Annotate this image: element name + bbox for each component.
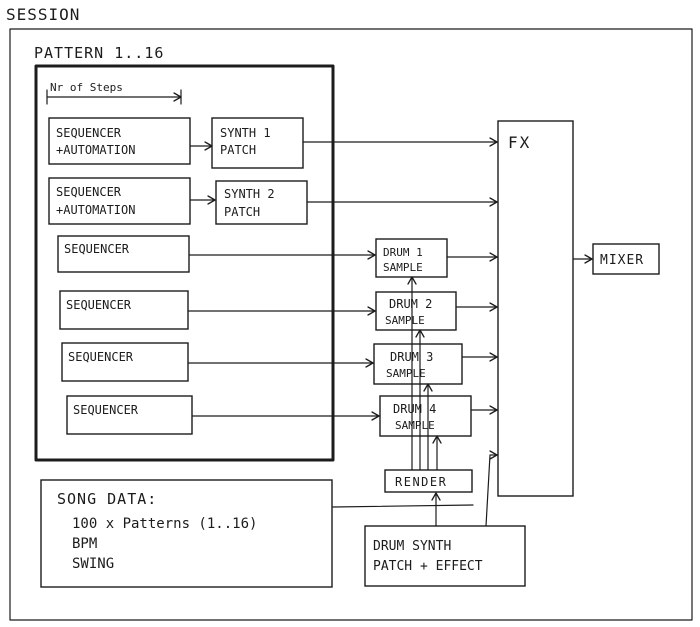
- drum-sample-2: DRUM 2 SAMPLE: [375, 291, 457, 331]
- automation-label: +AUTOMATION: [56, 143, 135, 157]
- mixer-label: MIXER: [600, 253, 644, 268]
- song-data-box: SONG DATA: 100 x Patterns (1..16) BPM SW…: [40, 479, 333, 588]
- steps-label: Nr of Steps: [50, 81, 123, 94]
- patch-label: PATCH: [224, 205, 260, 219]
- automation-label: +AUTOMATION: [56, 203, 135, 217]
- synth-name: SYNTH 1: [220, 126, 271, 140]
- drum-name: DRUM 4: [393, 402, 436, 416]
- drum-sample-1: DRUM 1 SAMPLE: [375, 238, 448, 278]
- drum-sequencer-1: SEQUENCER: [57, 235, 190, 273]
- drum-synth-box: DRUM SYNTH PATCH + EFFECT: [364, 525, 526, 587]
- drum-sample-4: DRUM 4 SAMPLE: [379, 395, 472, 437]
- drum-name: DRUM 2: [389, 297, 432, 311]
- session-title: SESSION: [6, 5, 80, 24]
- drum-sample-3: DRUM 3 SAMPLE: [373, 343, 463, 385]
- drum-sequencer-2: SEQUENCER: [59, 290, 189, 330]
- drum-to-fx-arrows: [446, 252, 498, 415]
- sample-label: SAMPLE: [385, 314, 425, 327]
- mixer-box: MIXER: [592, 243, 660, 275]
- drum-sequencer-4: SEQUENCER: [66, 395, 193, 435]
- drum-synth-line2: PATCH + EFFECT: [373, 559, 483, 574]
- synth-row-2: SEQUENCER +AUTOMATION SYNTH 2 PATCH: [48, 177, 308, 225]
- song-data-item-swing: SWING: [72, 556, 114, 572]
- session-frame: [9, 28, 693, 621]
- seq-to-drum-arrows: [187, 250, 380, 421]
- sample-label: SAMPLE: [386, 367, 426, 380]
- sequencer-label: SEQUENCER: [73, 403, 139, 417]
- render-feed-lines: [407, 276, 442, 471]
- drum-sequencer-3: SEQUENCER: [61, 342, 189, 382]
- drum-name: DRUM 1: [383, 246, 423, 259]
- fx-label: FX: [508, 133, 531, 152]
- patch-label: PATCH: [220, 143, 256, 157]
- song-data-connector: [332, 504, 474, 508]
- sample-label: SAMPLE: [383, 261, 423, 274]
- drum-synth-arrows: [431, 450, 498, 527]
- synth-name: SYNTH 2: [224, 187, 275, 201]
- sequencer-label: SEQUENCER: [68, 350, 134, 364]
- drum-synth-line1: DRUM SYNTH: [373, 539, 451, 554]
- synth-patch-box: [211, 117, 304, 169]
- fx-box: FX: [497, 120, 574, 497]
- steps-ruler: Nr of Steps: [46, 81, 182, 105]
- synth-to-fx-arrows: [302, 137, 498, 207]
- render-box: RENDER: [384, 469, 473, 493]
- sequencer-label: SEQUENCER: [56, 185, 122, 199]
- render-label: RENDER: [395, 475, 447, 489]
- fx-to-mixer-arrow: [572, 254, 593, 264]
- sequencer-automation-box: [48, 177, 191, 225]
- synth-patch-box: [215, 180, 308, 225]
- sequencer-automation-box: [48, 117, 191, 165]
- song-data-title: SONG DATA:: [57, 490, 157, 508]
- pattern-title: PATTERN 1..16: [34, 44, 164, 62]
- song-data-item-patterns: 100 x Patterns (1..16): [72, 516, 257, 532]
- sequencer-label: SEQUENCER: [66, 298, 132, 312]
- seq-to-synth-arrows: [189, 141, 216, 205]
- song-data-item-bpm: BPM: [72, 536, 97, 552]
- sample-label: SAMPLE: [395, 419, 435, 432]
- synth-row-1: SEQUENCER +AUTOMATION SYNTH 1 PATCH: [48, 117, 304, 169]
- pattern-frame: [34, 64, 335, 462]
- sequencer-label: SEQUENCER: [56, 126, 122, 140]
- sequencer-label: SEQUENCER: [64, 242, 130, 256]
